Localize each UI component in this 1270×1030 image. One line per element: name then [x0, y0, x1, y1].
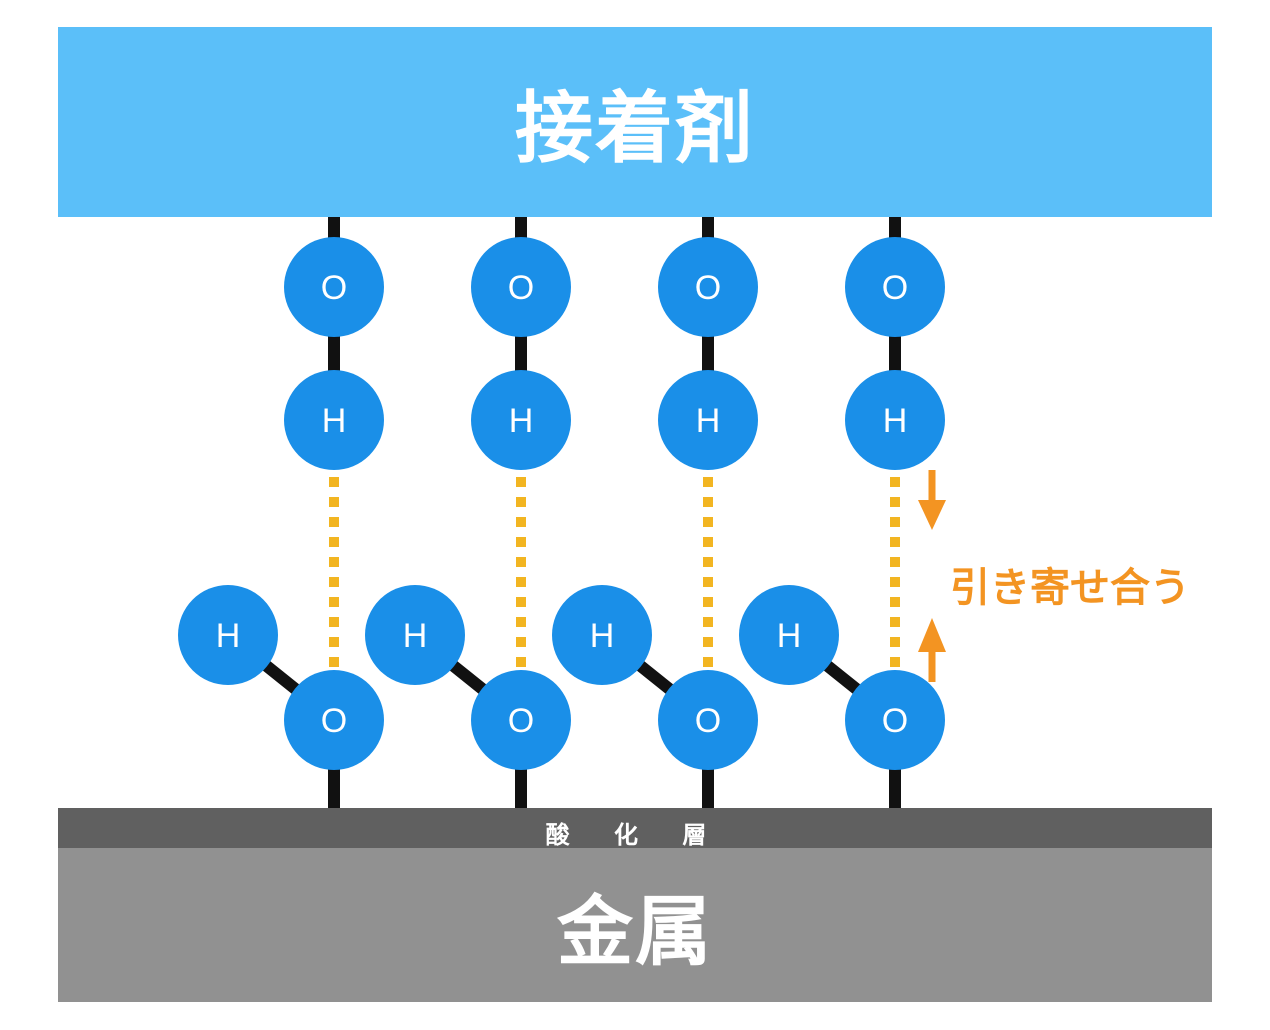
upper-oxygen-atom-1-circle: [471, 237, 571, 337]
lower-oxygen-atom-2-circle: [658, 670, 758, 770]
attraction-arrows: [918, 470, 946, 682]
upper-oxygen-atom-3-symbol: O: [882, 269, 908, 307]
lower-hydrogen-atom-0-symbol: H: [216, 617, 241, 655]
hydrogen-bonds: [329, 477, 900, 680]
lower-oxygen-atom-0-circle: [284, 670, 384, 770]
lower-oxygen-atom-0: O: [284, 670, 384, 770]
upper-hydrogen-atom-1: H: [471, 370, 571, 470]
lower-hydrogen-atom-2-symbol: H: [590, 617, 615, 655]
lower-hydrogen-atom-3-symbol: H: [777, 617, 802, 655]
upper-oxygen-atom-0-symbol: O: [321, 269, 347, 307]
lower-hydrogen-atom-0-circle: [178, 585, 278, 685]
upper-oxygen-atom-1-symbol: O: [508, 269, 534, 307]
upper-hydrogen-atom-3: H: [845, 370, 945, 470]
upper-hydrogen-atom-0-circle: [284, 370, 384, 470]
upper-hydrogen-atom-2: H: [658, 370, 758, 470]
upper-oxygen-atom-0-circle: [284, 237, 384, 337]
upper-hydrogen-atom-3-symbol: H: [883, 402, 908, 440]
upper-hydrogen-atom-2-symbol: H: [696, 402, 721, 440]
upper-hydrogen-atom-1-circle: [471, 370, 571, 470]
lower-oxygen-atom-1: O: [471, 670, 571, 770]
lower-oxygen-atom-3-symbol: O: [882, 702, 908, 740]
oxide-layer: 酸 化 層: [58, 808, 1212, 849]
upper-oxygen-atom-1: O: [471, 237, 571, 337]
upper-oxygen-atom-0: O: [284, 237, 384, 337]
upper-oxygen-atom-2-symbol: O: [695, 269, 721, 307]
adhesive-hydroxyl-groups: O H O H O H O H: [284, 217, 945, 470]
lower-oxygen-atom-3-circle: [845, 670, 945, 770]
upper-oxygen-atom-3: O: [845, 237, 945, 337]
lower-hydrogen-atom-2-circle: [552, 585, 652, 685]
lower-hydrogen-atom-1-symbol: H: [403, 617, 428, 655]
lower-oxygen-atom-3: O: [845, 670, 945, 770]
lower-oxygen-atom-0-symbol: O: [321, 702, 347, 740]
lower-hydrogen-atom-3-circle: [739, 585, 839, 685]
upper-oxygen-atom-3-circle: [845, 237, 945, 337]
adhesive-label: 接着剤: [514, 84, 755, 174]
upper-oxygen-atom-2: O: [658, 237, 758, 337]
upper-hydrogen-atom-0-symbol: H: [322, 402, 347, 440]
lower-oxygen-atom-1-circle: [471, 670, 571, 770]
adhesive-layer: 接着剤: [58, 27, 1212, 217]
lower-oxygen-atom-1-symbol: O: [508, 702, 534, 740]
upper-hydrogen-atom-0: H: [284, 370, 384, 470]
oxide-layer-label: 酸 化 層: [545, 820, 725, 849]
arrow-down-icon: [918, 470, 946, 530]
upper-hydrogen-atom-3-circle: [845, 370, 945, 470]
lower-hydrogen-atom-0: H: [178, 585, 278, 685]
upper-hydrogen-atom-2-circle: [658, 370, 758, 470]
arrow-up-icon: [918, 618, 946, 682]
lower-oxygen-atom-2: O: [658, 670, 758, 770]
upper-hydrogen-atom-1-symbol: H: [509, 402, 534, 440]
attraction-label: 引き寄せ合う: [950, 565, 1190, 611]
lower-hydrogen-atom-1-circle: [365, 585, 465, 685]
lower-hydrogen-atom-3: H: [739, 585, 839, 685]
surface-hydroxyl-groups: H O H O H O H O: [178, 585, 945, 808]
lower-hydrogen-atom-1: H: [365, 585, 465, 685]
lower-oxygen-atom-2-symbol: O: [695, 702, 721, 740]
metal-label: 金属: [557, 887, 713, 976]
metal-layer: 金属: [58, 848, 1212, 1002]
upper-oxygen-atom-2-circle: [658, 237, 758, 337]
lower-hydrogen-atom-2: H: [552, 585, 652, 685]
